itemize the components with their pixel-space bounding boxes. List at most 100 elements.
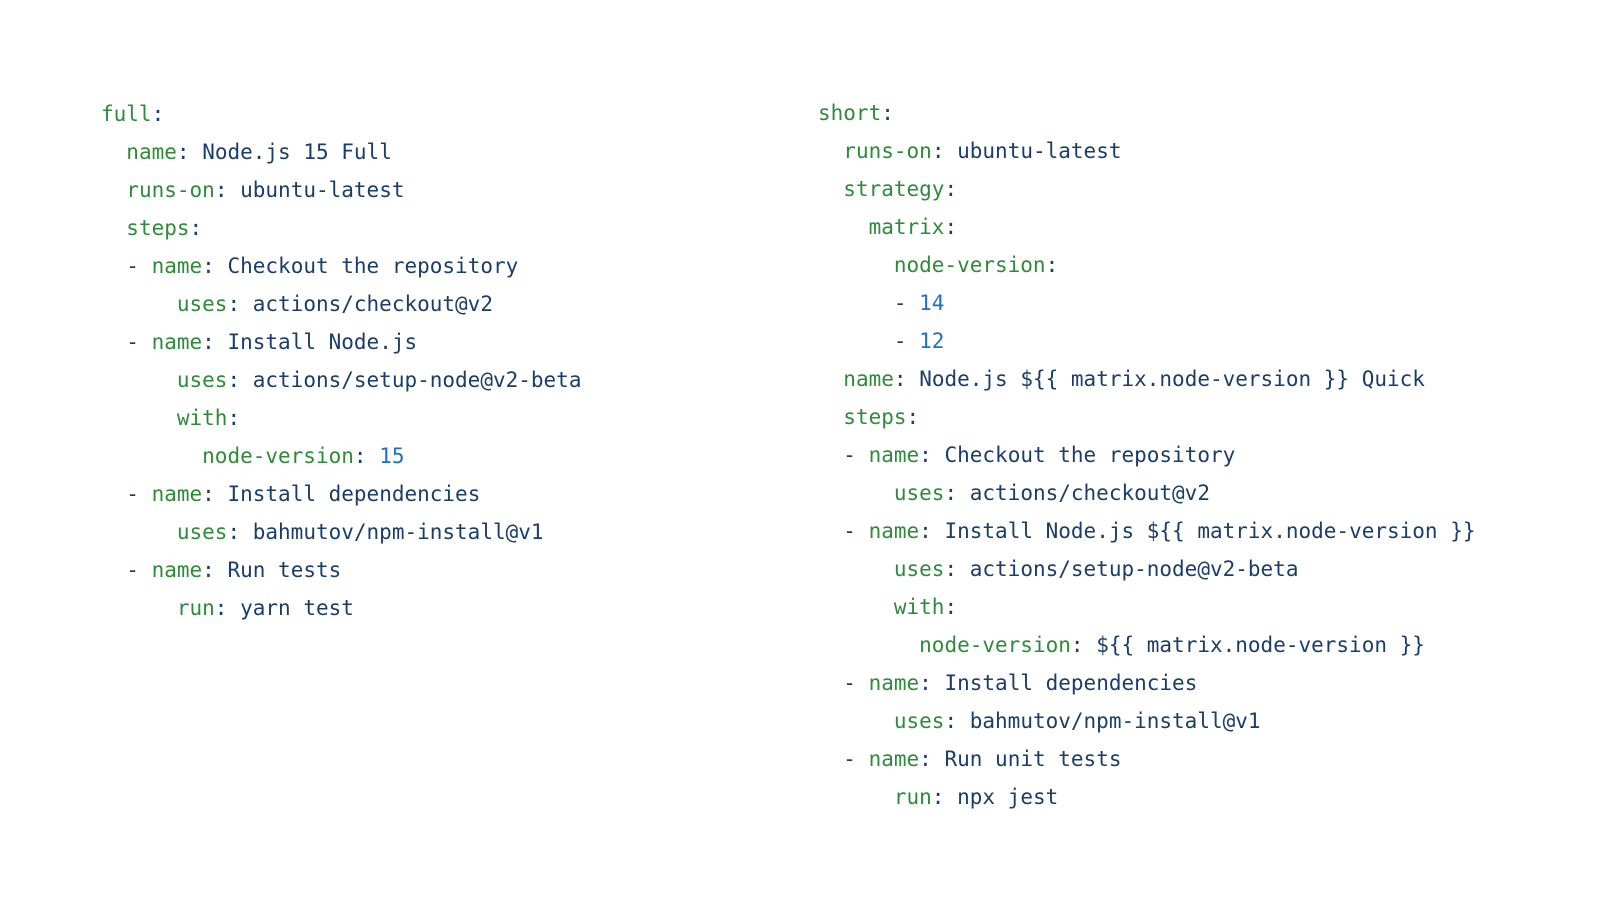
list-dash: - — [126, 482, 152, 506]
colon: : — [881, 101, 894, 125]
list-dash: - — [893, 329, 920, 353]
yaml-line: - name: Run unit tests — [818, 740, 1476, 778]
yaml-line: - name: Checkout the repository — [818, 436, 1476, 474]
colon: : — [214, 178, 228, 202]
yaml-key: matrix — [868, 215, 945, 239]
yaml-value: actions/checkout@v2 — [252, 292, 493, 316]
yaml-line: - name: Install Node.js ${{ matrix.node-… — [818, 512, 1476, 550]
colon: : — [919, 519, 932, 543]
colon: : — [919, 443, 932, 467]
yaml-key: run — [176, 596, 215, 620]
yaml-key: node-version — [202, 444, 354, 468]
yaml-line: uses: bahmutov/npm-install@v1 — [818, 702, 1476, 740]
yaml-value: Run tests — [227, 558, 342, 582]
yaml-line: with: — [101, 399, 581, 437]
yaml-key: name — [151, 254, 203, 278]
yaml-value: actions/setup-node@v2-beta — [969, 557, 1299, 581]
yaml-line: strategy: — [818, 170, 1476, 208]
yaml-key: uses — [893, 481, 945, 505]
colon: : — [227, 406, 241, 430]
yaml-line: steps: — [818, 398, 1476, 436]
list-dash: - — [126, 330, 152, 354]
yaml-number: 12 — [919, 329, 945, 353]
colon: : — [944, 481, 958, 505]
colon: : — [931, 139, 945, 163]
yaml-line: run: yarn test — [101, 589, 581, 627]
yaml-key: name — [868, 747, 920, 771]
yaml-line: runs-on: ubuntu-latest — [101, 171, 581, 209]
yaml-key: steps — [843, 405, 907, 429]
colon: : — [944, 215, 958, 239]
colon: : — [202, 482, 215, 506]
yaml-line: uses: actions/setup-node@v2-beta — [818, 550, 1476, 588]
yaml-key: uses — [893, 557, 945, 581]
yaml-line: run: npx jest — [818, 778, 1476, 816]
yaml-key: node-version — [893, 253, 1046, 277]
colon: : — [893, 367, 907, 391]
yaml-key: uses — [176, 368, 228, 392]
list-dash: - — [126, 558, 152, 582]
yaml-line: node-version: ${{ matrix.node-version }} — [818, 626, 1476, 664]
yaml-number: 14 — [919, 291, 945, 315]
yaml-line: name: Node.js 15 Full — [101, 133, 581, 171]
yaml-key: uses — [893, 709, 945, 733]
colon: : — [1045, 253, 1059, 277]
yaml-key: name — [151, 558, 203, 582]
colon: : — [944, 709, 958, 733]
colon: : — [944, 557, 958, 581]
yaml-key: short — [818, 101, 882, 125]
yaml-line: - name: Checkout the repository — [101, 247, 581, 285]
yaml-value: bahmutov/npm-install@v1 — [969, 709, 1261, 733]
yaml-line: - name: Run tests — [101, 551, 581, 589]
colon: : — [944, 595, 958, 619]
colon: : — [931, 785, 945, 809]
yaml-key: with — [893, 595, 945, 619]
yaml-value: Checkout the repository — [944, 443, 1236, 467]
list-dash: - — [843, 671, 869, 695]
yaml-line: short: — [818, 94, 1476, 132]
yaml-line: full: — [101, 95, 581, 133]
yaml-key: name — [843, 367, 894, 391]
yaml-key: full — [101, 102, 152, 126]
yaml-line: uses: actions/checkout@v2 — [101, 285, 581, 323]
yaml-value: ubuntu-latest — [240, 178, 405, 202]
colon: : — [227, 520, 241, 544]
yaml-key: with — [176, 406, 228, 430]
colon: : — [353, 444, 367, 468]
list-dash: - — [843, 443, 869, 467]
yaml-value: ubuntu-latest — [957, 139, 1122, 163]
yaml-key: name — [151, 330, 203, 354]
colon: : — [151, 102, 165, 126]
yaml-key: uses — [176, 520, 228, 544]
colon: : — [1070, 633, 1084, 657]
list-dash: - — [893, 291, 920, 315]
yaml-full-job-block: full: name: Node.js 15 Full runs-on: ubu… — [101, 95, 581, 627]
yaml-key: node-version — [919, 633, 1071, 657]
yaml-value: Install Node.js ${{ matrix.node-version … — [944, 519, 1476, 543]
yaml-key: name — [868, 671, 920, 695]
list-dash: - — [843, 519, 869, 543]
yaml-value: actions/checkout@v2 — [969, 481, 1210, 505]
yaml-number: 15 — [379, 444, 405, 468]
yaml-key: name — [151, 482, 203, 506]
yaml-line: node-version: 15 — [101, 437, 581, 475]
yaml-line: steps: — [101, 209, 581, 247]
colon: : — [906, 405, 920, 429]
colon: : — [944, 177, 958, 201]
yaml-line: - 12 — [818, 322, 1476, 360]
yaml-line: uses: bahmutov/npm-install@v1 — [101, 513, 581, 551]
yaml-line: uses: actions/setup-node@v2-beta — [101, 361, 582, 399]
yaml-line: with: — [818, 588, 1476, 626]
yaml-value: Checkout the repository — [227, 254, 519, 278]
list-dash: - — [843, 747, 869, 771]
colon: : — [227, 368, 241, 392]
yaml-key: runs-on — [126, 178, 215, 202]
colon: : — [202, 558, 215, 582]
yaml-value: Node.js 15 Full — [202, 140, 392, 164]
colon: : — [919, 671, 932, 695]
yaml-value: bahmutov/npm-install@v1 — [252, 520, 544, 544]
colon: : — [919, 747, 932, 771]
colon: : — [202, 330, 215, 354]
yaml-value: ${{ matrix.node-version }} — [1096, 633, 1425, 657]
yaml-key: run — [893, 785, 932, 809]
